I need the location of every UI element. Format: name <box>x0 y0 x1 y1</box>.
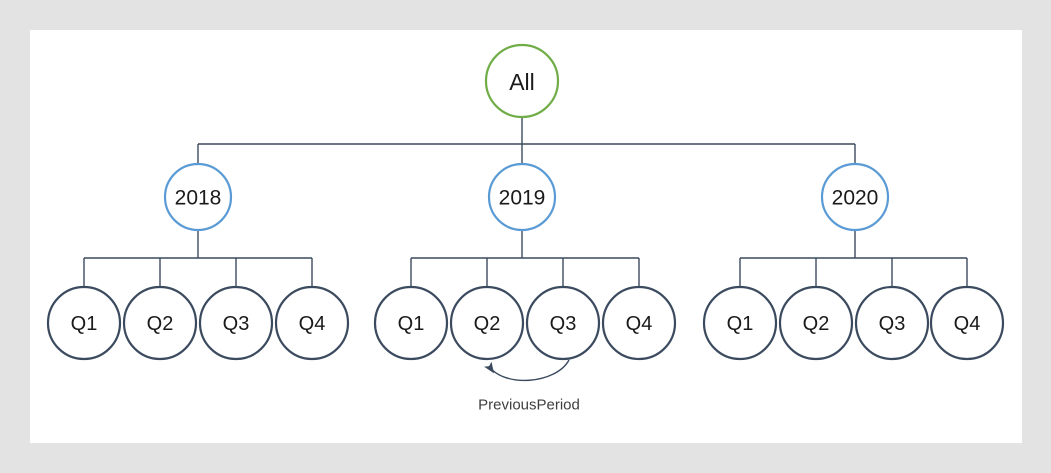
node-q-2019-q3-label: Q3 <box>550 313 577 335</box>
node-year-2019-circle[interactable] <box>487 162 557 232</box>
node-q-2019-q1[interactable]: Q1 <box>373 285 449 361</box>
node-q-2020-q2[interactable]: Q2 <box>778 285 854 361</box>
node-q-2019-q1-label: Q1 <box>398 313 425 335</box>
node-q-2018-q2-label: Q2 <box>147 313 174 335</box>
node-q-2018-q3[interactable]: Q3 <box>198 285 274 361</box>
node-q-2018-q3-label: Q3 <box>223 313 250 335</box>
node-q-2018-q4-label: Q4 <box>299 313 326 335</box>
node-q-2018-q2-circle[interactable] <box>122 285 198 361</box>
node-q-2019-q4[interactable]: Q4 <box>601 285 677 361</box>
node-q-2018-q3-circle[interactable] <box>198 285 274 361</box>
node-q-2019-q2-circle[interactable] <box>449 285 525 361</box>
node-q-2020-q4[interactable]: Q4 <box>929 285 1005 361</box>
node-q-2019-q2-label: Q2 <box>474 313 501 335</box>
node-q-2020-q1[interactable]: Q1 <box>702 285 778 361</box>
node-all-circle[interactable] <box>484 43 560 119</box>
node-q-2019-q4-circle[interactable] <box>601 285 677 361</box>
node-all-label: All <box>509 69 535 95</box>
node-q-2020-q2-label: Q2 <box>803 313 830 335</box>
node-q-2018-q4[interactable]: Q4 <box>274 285 350 361</box>
node-q-2020-q1-label: Q1 <box>727 313 754 335</box>
connector-lines <box>83 117 968 287</box>
node-q-2018-q1-label: Q1 <box>71 313 98 335</box>
node-q-2018-q1-circle[interactable] <box>46 285 122 361</box>
node-year-2018-label: 2018 <box>175 187 222 210</box>
node-q-2019-q3[interactable]: Q3 <box>525 285 601 361</box>
node-year-2020[interactable]: 2020 <box>820 162 890 232</box>
node-q-2019-q4-label: Q4 <box>626 313 653 335</box>
node-year-2018-circle[interactable] <box>163 162 233 232</box>
previous-period-label: PreviousPeriod <box>478 397 580 414</box>
node-all[interactable]: All <box>484 43 560 119</box>
node-q-2020-q2-circle[interactable] <box>778 285 854 361</box>
node-year-2018[interactable]: 2018 <box>163 162 233 232</box>
node-year-2020-circle[interactable] <box>820 162 890 232</box>
previous-period-annotation: PreviousPeriod <box>478 359 580 414</box>
node-q-2019-q1-circle[interactable] <box>373 285 449 361</box>
previous-period-arrow-icon <box>484 359 570 382</box>
node-q-2019-q3-circle[interactable] <box>525 285 601 361</box>
node-q-2018-q1[interactable]: Q1 <box>46 285 122 361</box>
node-q-2019-q2[interactable]: Q2 <box>449 285 525 361</box>
node-year-2020-label: 2020 <box>832 187 879 210</box>
node-q-2020-q4-label: Q4 <box>954 313 981 335</box>
node-q-2020-q3-label: Q3 <box>879 313 906 335</box>
node-q-2018-q2[interactable]: Q2 <box>122 285 198 361</box>
node-q-2020-q3[interactable]: Q3 <box>854 285 930 361</box>
node-q-2020-q3-circle[interactable] <box>854 285 930 361</box>
node-q-2020-q1-circle[interactable] <box>702 285 778 361</box>
node-q-2020-q4-circle[interactable] <box>929 285 1005 361</box>
node-q-2018-q4-circle[interactable] <box>274 285 350 361</box>
node-year-2019-label: 2019 <box>499 187 546 210</box>
node-year-2019[interactable]: 2019 <box>487 162 557 232</box>
